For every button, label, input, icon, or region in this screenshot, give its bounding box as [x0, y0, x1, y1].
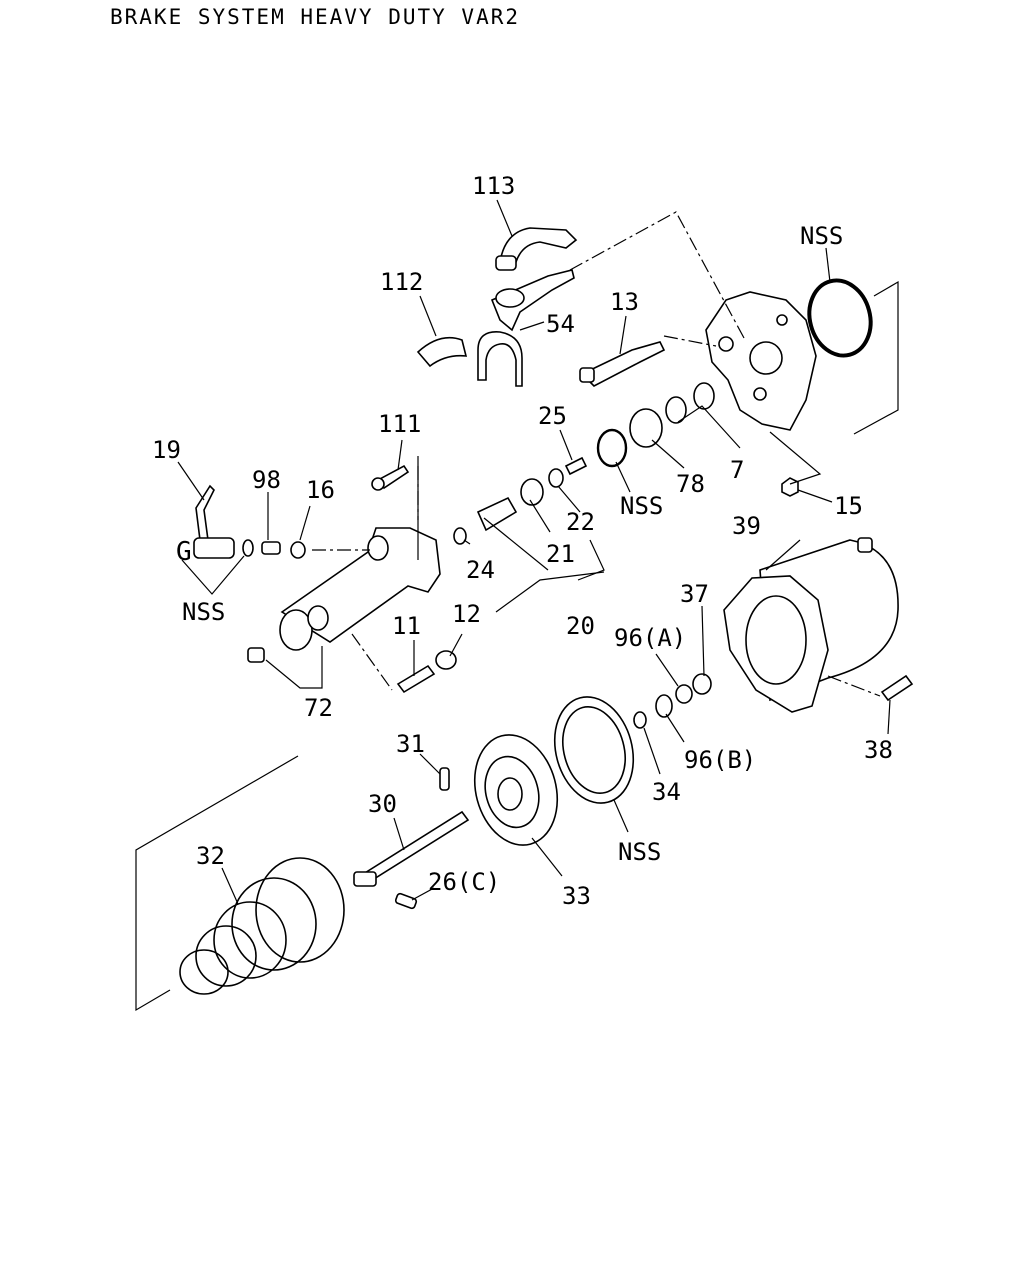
callout-nss-seal: NSS: [618, 838, 661, 866]
callout-12: 12: [452, 600, 481, 628]
part-37-nut: [692, 673, 712, 695]
part-11-bleeder: [396, 664, 436, 694]
callout-nss-left: NSS: [182, 598, 225, 626]
callout-13: 13: [610, 288, 639, 316]
part-21-seal: [520, 478, 544, 506]
callout-32: 32: [196, 842, 225, 870]
callout-113: 113: [472, 172, 515, 200]
part-25-pin: [564, 456, 588, 476]
part-30-pushrod: [353, 810, 470, 887]
callout-72: 72: [304, 694, 333, 722]
part-nss-oring-small: [242, 539, 254, 557]
part-12-cap: [435, 650, 457, 670]
part-7-bushings: [665, 382, 715, 424]
part-33-piston: [473, 734, 559, 846]
part-113-bracket: [495, 227, 578, 271]
part-housing-plate: [705, 291, 817, 431]
part-78-bearing: [629, 408, 663, 448]
callout-54: 54: [546, 310, 575, 338]
part-112-clip: [416, 336, 468, 368]
diagram-title: BRAKE SYSTEM HEAVY DUTY VAR2: [110, 5, 520, 29]
part-34-oring: [633, 711, 647, 729]
leader-lines: [135, 199, 899, 1012]
callout-21: 21: [546, 540, 575, 568]
callout-25: 25: [538, 402, 567, 430]
part-24-spring: [453, 527, 467, 545]
callout-38: 38: [864, 736, 893, 764]
callout-15: 15: [834, 492, 863, 520]
part-98-spring: [261, 541, 281, 555]
callout-112: 112: [380, 268, 423, 296]
part-nss-seal-ring: [553, 696, 635, 804]
part-13-sensor: [579, 341, 666, 387]
part-54-fork-pipe: [477, 269, 575, 387]
part-15-nut: [781, 477, 799, 497]
callout-33: 33: [562, 882, 591, 910]
part-19-fitting: [193, 484, 235, 559]
part-32-spring: [179, 857, 345, 995]
callout-96b: 96(B): [684, 746, 756, 774]
part-nss-oring: [596, 428, 628, 468]
callout-labels: 113 112 54 13 NSS 111 25 NSS 78 7 15 19 …: [152, 172, 893, 910]
callout-26c: 26(C): [428, 868, 500, 896]
callout-20: 20: [566, 612, 595, 640]
part-22-washer: [548, 468, 564, 488]
callout-37: 37: [680, 580, 709, 608]
callout-11: 11: [392, 612, 421, 640]
part-96b-washer: [655, 694, 673, 718]
callout-nss-ring: NSS: [800, 222, 843, 250]
callout-24: 24: [466, 556, 495, 584]
callout-nss-oring: NSS: [620, 492, 663, 520]
part-111-bolt: [371, 464, 410, 491]
part-26c-pin: [394, 892, 418, 910]
nss-g-ring: G: [176, 537, 192, 567]
callout-39: 39: [732, 512, 761, 540]
callout-78: 78: [676, 470, 705, 498]
callout-30: 30: [368, 790, 397, 818]
part-cylinder-body: [279, 527, 441, 651]
callout-96a: 96(A): [614, 624, 686, 652]
part-31-pin: [439, 767, 450, 791]
callout-31: 31: [396, 730, 425, 758]
part-16-washer: [290, 541, 306, 559]
part-39-chamber: [723, 537, 899, 713]
callout-111: 111: [378, 410, 421, 438]
centerlines: [312, 211, 881, 697]
callout-22: 22: [566, 508, 595, 536]
part-72-plug: [247, 647, 265, 663]
part-20-piston: [476, 496, 518, 532]
part-38-bolt: [880, 674, 914, 702]
part-96a-washer: [675, 684, 693, 704]
callout-16: 16: [306, 476, 335, 504]
callout-98: 98: [252, 466, 281, 494]
callout-7: 7: [730, 456, 744, 484]
callout-19: 19: [152, 436, 181, 464]
callout-34: 34: [652, 778, 681, 806]
